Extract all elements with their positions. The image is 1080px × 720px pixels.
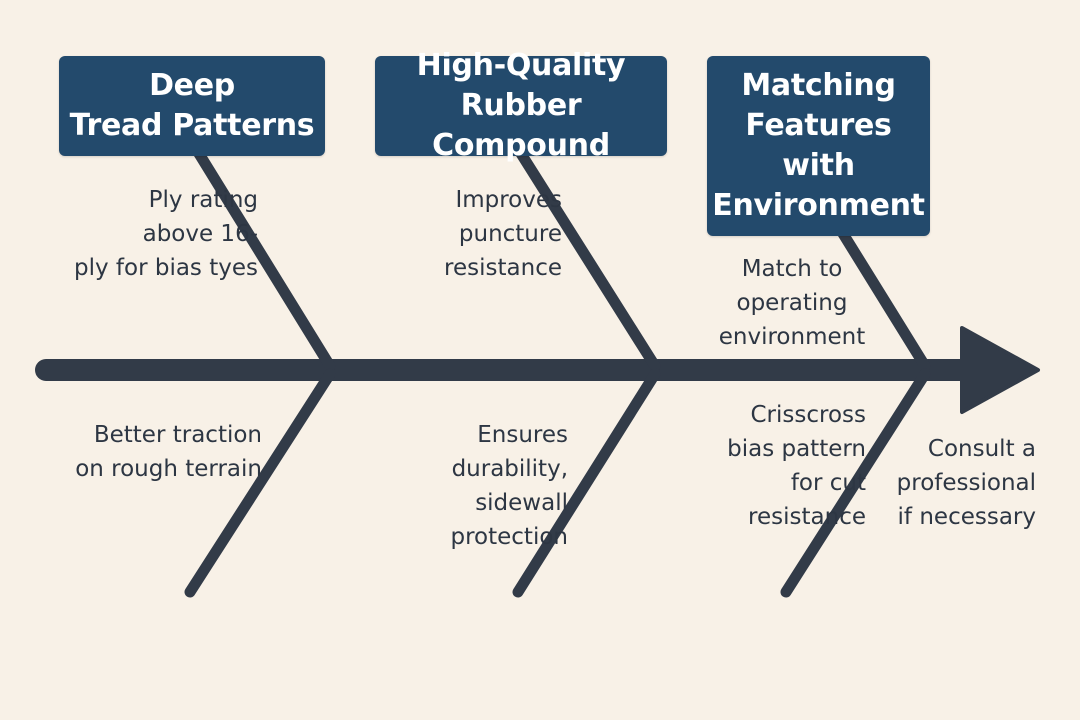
note-line: Match to (741, 256, 843, 282)
note-line: puncture (458, 221, 562, 247)
note-line: Consult a (927, 436, 1036, 462)
note-line: professional (896, 470, 1036, 496)
note-line: Ensures (477, 422, 568, 448)
note-consult-professional: Consult a professional if necessary (897, 432, 1036, 534)
note-line: Ply rating (148, 187, 258, 213)
category-label-line: Deep (149, 68, 235, 103)
note-line: Better traction (93, 422, 262, 448)
category-label-line: Features (745, 108, 892, 143)
note-line: Improves (455, 187, 562, 213)
note-line: Crisscross (750, 402, 866, 428)
note-line: resistance (444, 255, 562, 281)
category-label-line: Rubber Compound (432, 88, 610, 163)
category-label-line: with (782, 148, 855, 183)
category-box-high-quality-rubber-compound: High-Quality Rubber Compound (375, 48, 667, 163)
note-line: protection (450, 524, 569, 550)
category-label-line: High-Quality (416, 48, 626, 83)
bone-rubber-upper (514, 146, 661, 372)
note-line: bias pattern (727, 436, 866, 462)
category-label-line: Matching (741, 68, 896, 103)
bone-matching-lower (780, 368, 931, 598)
note-puncture-resistance: Improves puncture resistance (444, 183, 562, 285)
note-better-traction: Better traction on rough terrain (75, 418, 262, 486)
category-label-line: Environment (712, 188, 925, 223)
note-line: ply for bias tyes (74, 255, 258, 281)
spine-arrowhead (960, 326, 1040, 414)
bone-tread-lower (184, 368, 336, 598)
note-line: on rough terrain (75, 456, 262, 482)
note-line: sidewall (475, 490, 568, 516)
note-line: above 16- (142, 221, 258, 247)
note-crisscross-bias-pattern: Crisscross bias pattern for cut resistan… (727, 398, 866, 534)
category-box-deep-tread-patterns: Deep Tread Patterns (59, 56, 325, 156)
bone-matching-upper (836, 226, 931, 372)
note-line: for cut (790, 470, 866, 496)
note-operating-environment: Match to operating environment (714, 252, 870, 354)
note-line: resistance (748, 504, 866, 530)
category-label-line: Tread Patterns (69, 108, 315, 143)
bone-tread-upper (192, 146, 336, 372)
note-durability: Ensures durability, sidewall protection (451, 418, 569, 554)
note-ply-rating: Ply rating above 16- ply for bias tyes (74, 183, 258, 285)
category-box-matching-features-environment: Matching Features with Environment (707, 56, 930, 236)
note-line: operating (736, 290, 848, 316)
note-line: durability, (451, 456, 568, 482)
note-line: environment (718, 324, 866, 350)
note-line: if necessary (897, 504, 1036, 530)
bone-rubber-lower (512, 368, 661, 598)
